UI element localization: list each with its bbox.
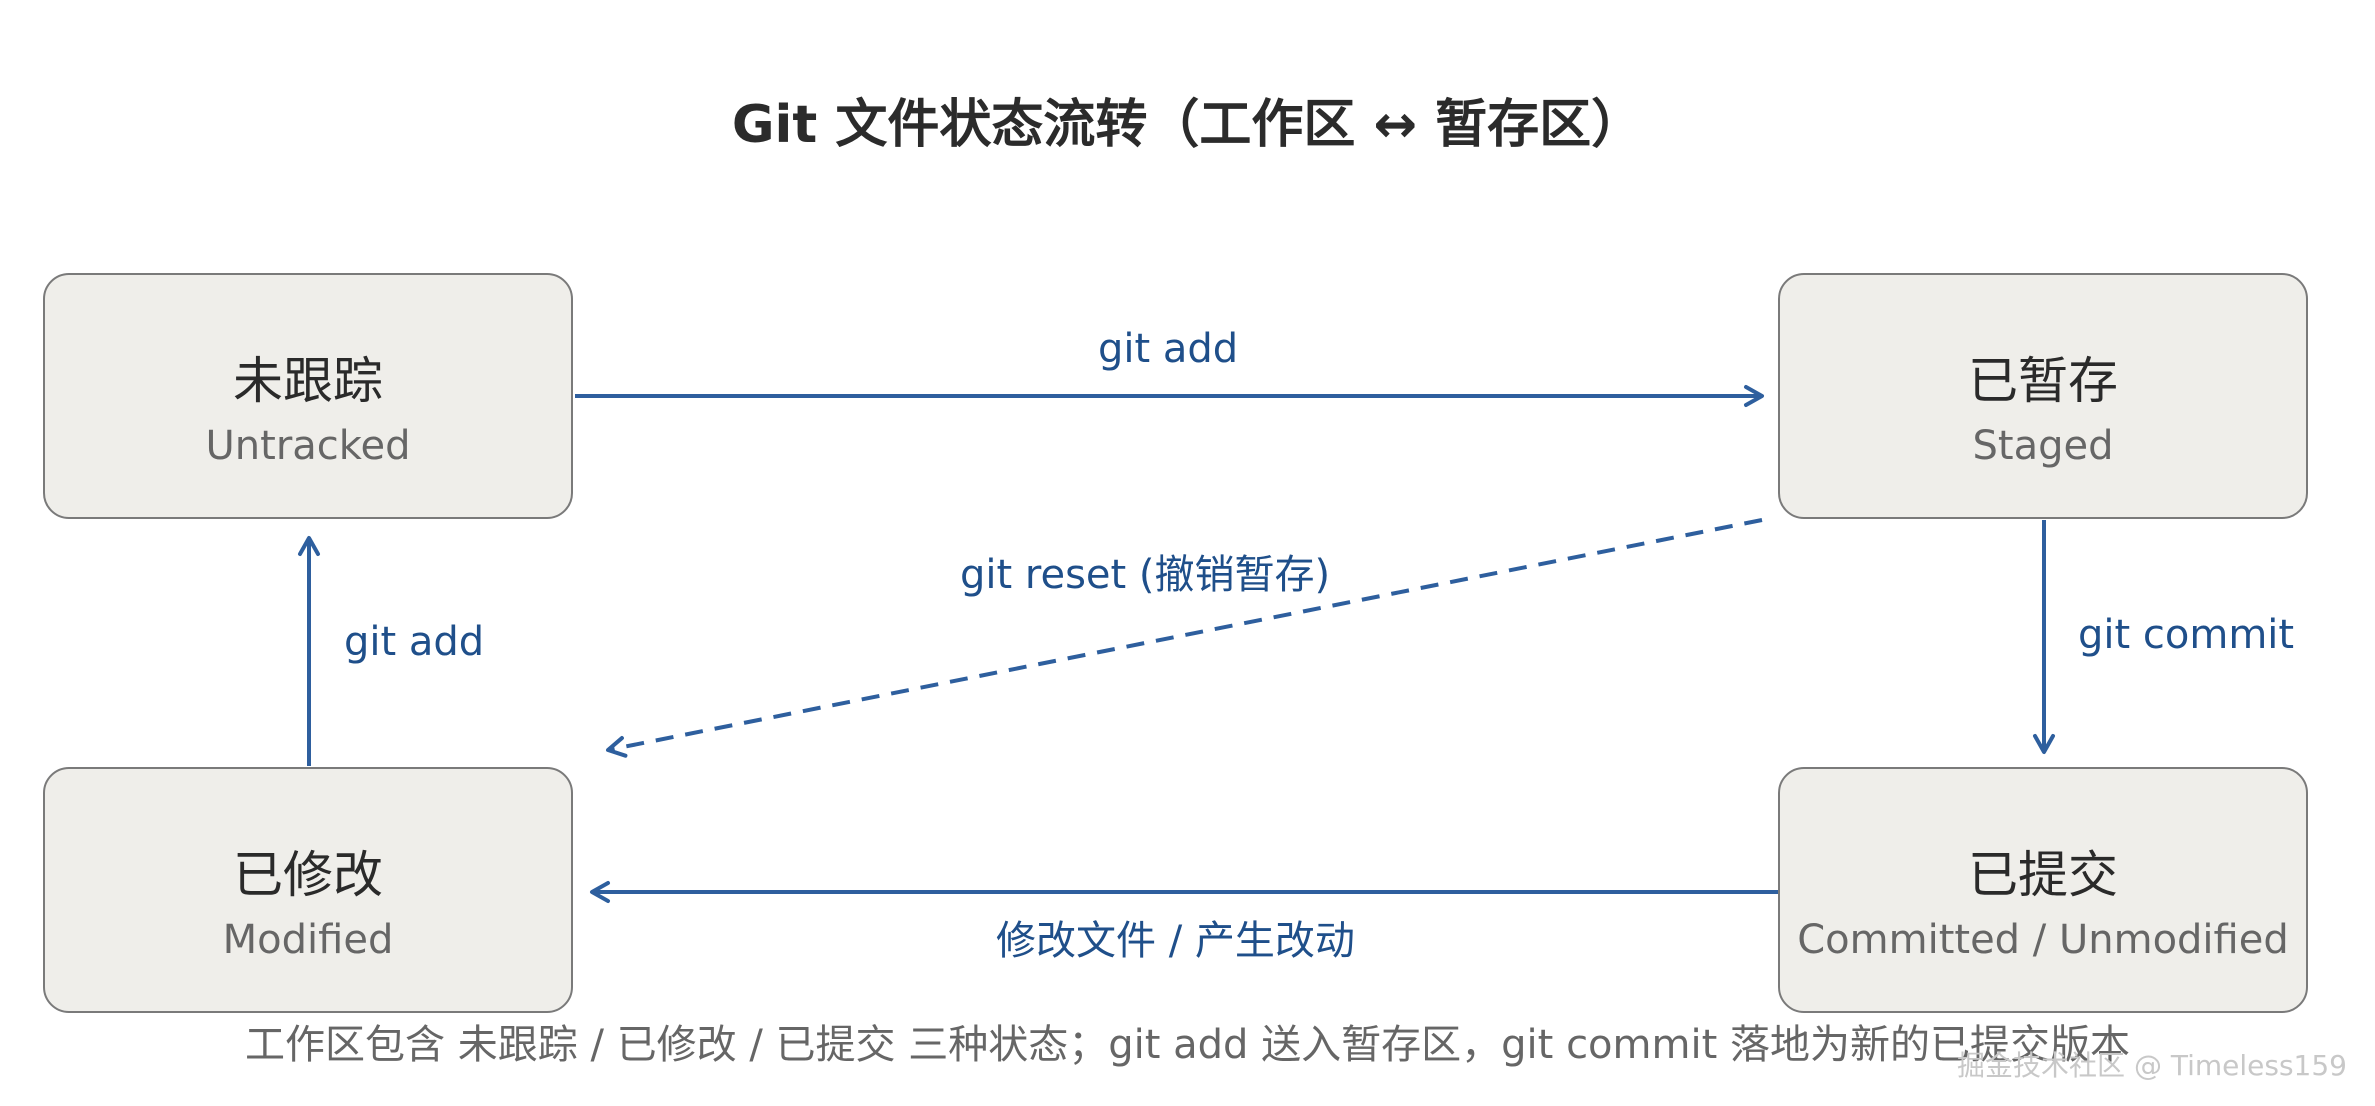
node-modified: 已修改 Modified [43,767,573,1013]
edge-label-modified-to-untracked: git add [344,619,485,665]
node-untracked: 未跟踪 Untracked [43,273,573,519]
edge-label-staged-to-modified: git reset (撤销暂存) [960,552,1331,598]
node-untracked-en: Untracked [205,423,411,469]
edge-label-committed-to-modified: 修改文件 / 产生改动 [996,918,1355,964]
node-committed: 已提交 Committed / Unmodified [1778,767,2308,1013]
node-untracked-zh: 未跟踪 [233,352,383,410]
diagram-title: Git 文件状态流转（工作区 ↔ 暂存区） [731,95,1644,155]
node-staged: 已暂存 Staged [1778,273,2308,519]
arrow-staged-to-modified-dashed [606,518,1763,758]
edge-label-staged-to-committed: git commit [2078,612,2295,658]
watermark: 掘金技术社区 @ Timeless159 [1957,1049,2347,1082]
diagram-footer-note: 工作区包含 未跟踪 / 已修改 / 已提交 三种状态；git add 送入暂存区… [245,1022,2130,1068]
node-staged-en: Staged [1972,423,2114,469]
node-modified-en: Modified [222,917,394,963]
node-modified-zh: 已修改 [233,846,383,904]
edge-label-untracked-to-staged: git add [1098,326,1239,372]
node-committed-en: Committed / Unmodified [1797,917,2289,963]
node-committed-zh: 已提交 [1968,846,2118,904]
node-staged-zh: 已暂存 [1968,352,2118,410]
